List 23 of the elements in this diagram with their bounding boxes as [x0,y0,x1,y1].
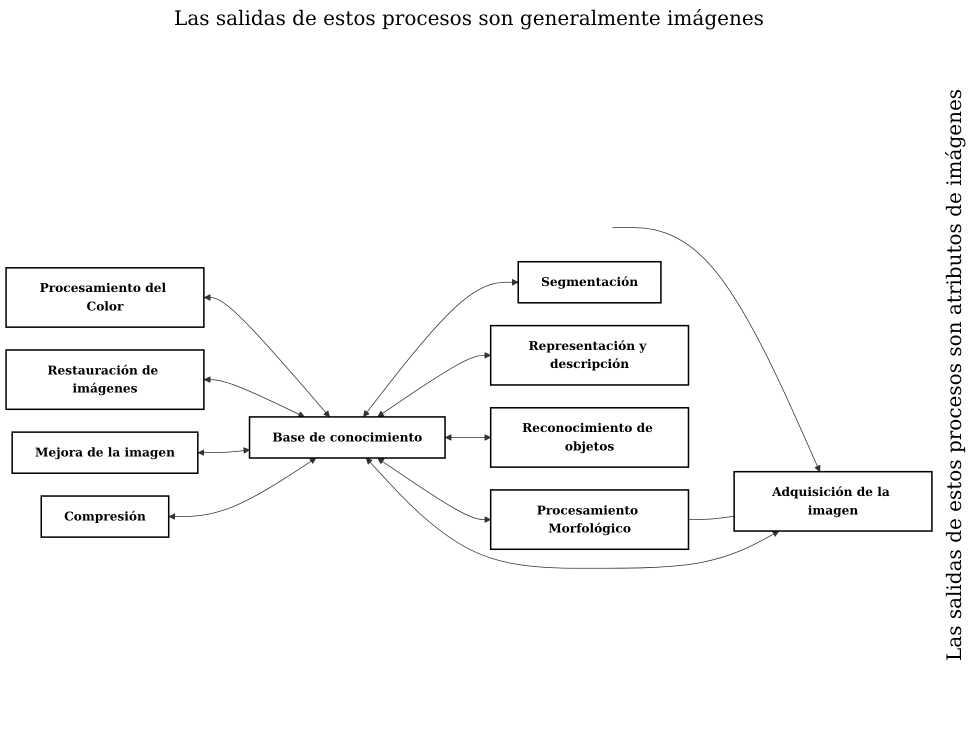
connector [688,516,734,520]
node-box: Procesamiento del Color [5,267,205,328]
note-text: Las salidas de estos procesos son atributos de imágenes [942,87,966,663]
arrow [168,458,316,520]
arrow [204,376,305,418]
note-text: Las salidas de estos procesos son generalmente imágenes [174,6,764,30]
node-box: Procesamiento Morfológico [490,489,690,550]
node-box: Restauración de imágenes [5,350,205,410]
arrow [612,227,820,472]
node-box: Reconocimiento de objetos [490,407,690,468]
node-box: Segmentación [517,261,662,304]
arrow [445,434,491,442]
arrow [363,279,519,418]
node-box: Base de conocimiento [248,416,446,460]
node-box: Representación y descripción [490,325,690,386]
arrow [198,448,250,456]
node-box: Mejora de la imagen [11,432,199,474]
arrow [204,294,330,418]
arrow [366,458,780,569]
arrow [377,458,491,524]
node-box: Adquisición de la imagen [733,471,933,532]
node-box: Compresión [40,496,170,538]
arrow [377,352,491,418]
